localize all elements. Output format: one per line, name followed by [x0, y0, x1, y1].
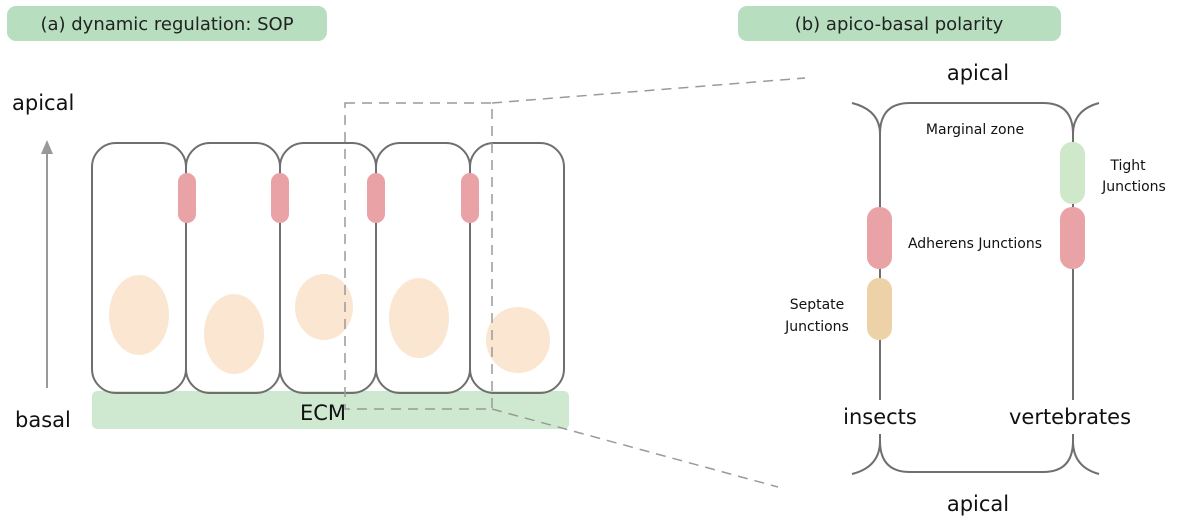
tight-junctions-label-line2: Junctions	[1101, 179, 1166, 195]
panel-b-title: (b) apico-basal polarity	[795, 14, 1004, 35]
panel-b-apical-top: apical	[947, 61, 1009, 85]
adherens-junction	[461, 173, 479, 223]
zoom-connector-top	[491, 77, 806, 104]
cell-1	[91, 142, 187, 394]
cell-top-boundary	[851, 102, 1100, 135]
adherens-junction-vertebrate	[1060, 207, 1085, 269]
nucleus	[486, 307, 550, 373]
adherens-junction	[271, 173, 289, 223]
apical-basal-arrow	[41, 140, 53, 388]
nuclei	[109, 274, 550, 374]
nucleus	[389, 278, 449, 358]
ecm-layer	[92, 391, 569, 429]
septate-junction	[867, 278, 892, 340]
panel-b-title-pill	[738, 6, 1061, 41]
nucleus	[295, 274, 353, 340]
panel-a-apical-label: apical	[12, 91, 74, 115]
insects-label: insects	[843, 405, 917, 429]
cell-5	[469, 142, 565, 394]
adherens-junction	[178, 173, 196, 223]
tight-junctions-label-line1: Tight	[1109, 158, 1146, 174]
nucleus	[109, 275, 169, 355]
cell-3	[279, 142, 377, 394]
panel-a-title-pill	[7, 6, 327, 41]
tight-junction	[1060, 142, 1085, 204]
panel-a-title: (a) dynamic regulation: SOP	[40, 14, 293, 35]
adherens-junctions-label: Adherens Junctions	[908, 236, 1042, 252]
panel-a-adherens-junctions	[178, 173, 479, 223]
marginal-zone-label: Marginal zone	[926, 122, 1024, 138]
cell-bottom-boundary	[851, 440, 1100, 475]
epithelial-cells	[91, 142, 565, 394]
zoom-box	[344, 102, 493, 410]
zoom-connector-bottom	[491, 408, 779, 488]
vertebrates-label: vertebrates	[1009, 405, 1131, 429]
septate-junctions-label-line1: Septate	[790, 297, 845, 313]
adherens-junction	[367, 173, 385, 223]
nucleus	[204, 294, 264, 374]
ecm-label: ECM	[300, 401, 346, 425]
panel-b-apical-bottom: apical	[947, 492, 1009, 516]
zoom-indicator	[344, 77, 806, 488]
adherens-junction-insect	[867, 207, 892, 269]
septate-junctions-label-line2: Junctions	[784, 319, 849, 335]
panel-a-basal-label: basal	[15, 408, 71, 432]
